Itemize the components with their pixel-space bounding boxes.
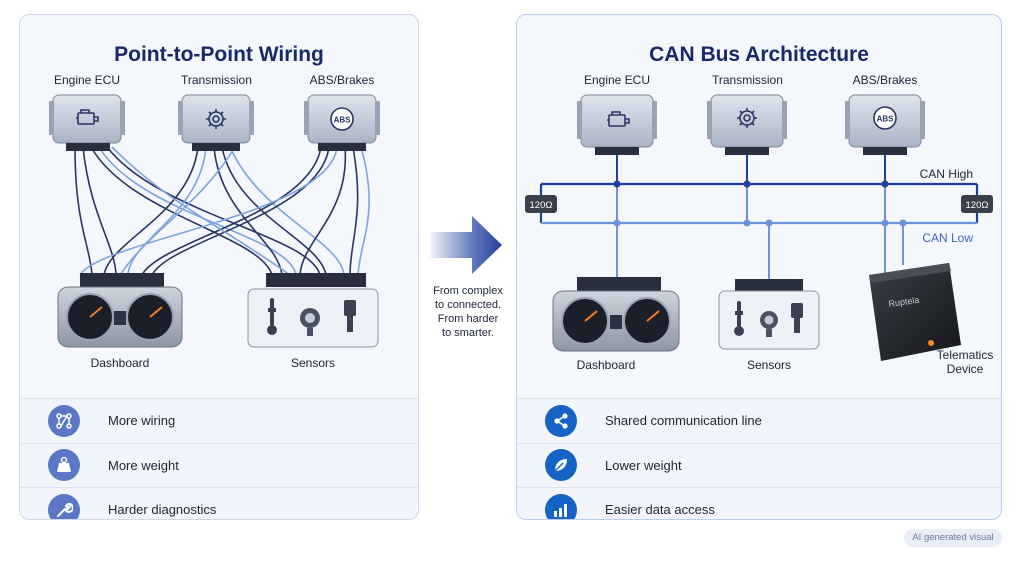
dashboard-label: Dashboard [90, 356, 150, 370]
right-arrow-icon [430, 216, 502, 274]
feature-label: More wiring [108, 413, 176, 429]
bus-drop-lines [616, 155, 904, 279]
gear-icon [206, 109, 226, 129]
svg-text:ABS: ABS [334, 116, 352, 125]
temperature-sensor-icon [734, 301, 744, 336]
point-to-point-panel: ABS Point-to-P [19, 14, 419, 520]
telematics-label: Telematics Device [935, 348, 995, 376]
list-item: Lower weight [517, 442, 1001, 487]
bus-junction-dots [613, 180, 907, 227]
terminator-left: 120Ω [525, 195, 557, 213]
engine-icon [76, 109, 99, 125]
ecu-transmission-box [707, 94, 787, 155]
wiring-icon [48, 404, 80, 437]
transition-line: From complex [433, 285, 503, 297]
leaf-icon [545, 449, 577, 482]
list-item: Harder diagnostics [20, 487, 418, 519]
can-low-label: CAN Low [922, 231, 973, 245]
point-to-point-diagram: ABS [49, 94, 380, 348]
sensors-label: Sensors [746, 358, 792, 372]
feature-label: Easier data access [605, 502, 715, 518]
point-to-point-wires [74, 146, 370, 276]
ecu-label-engine: Engine ECU [53, 73, 121, 87]
can-bus-panel: 120Ω 120Ω [516, 14, 1002, 520]
can-high-line [539, 182, 979, 223]
ecu-label-abs: ABS/Brakes [309, 73, 375, 87]
ecu-engine-box [577, 94, 657, 155]
panel-title: CAN Bus Architecture [649, 43, 869, 66]
temperature-sensor-icon [267, 298, 277, 335]
dashboard-cluster [552, 277, 680, 352]
speed-sensor-icon [791, 303, 803, 333]
svg-text:120Ω: 120Ω [966, 200, 989, 211]
list-item: More weight [20, 442, 418, 487]
terminator-right: 120Ω [961, 195, 993, 213]
feature-label: Shared communication line [605, 413, 762, 429]
transition-line: From harder [437, 313, 499, 325]
dashboard-cluster [57, 273, 183, 348]
dashboard-label: Dashboard [576, 358, 636, 372]
wrench-icon [48, 493, 80, 519]
telematics-device: Ruptela [869, 263, 961, 361]
gear-icon [737, 108, 757, 128]
list-item: Easier data access [517, 487, 1001, 519]
ecu-label-transmission: Transmission [181, 73, 252, 87]
engine-icon [607, 111, 630, 127]
ecu-transmission-box [178, 94, 254, 151]
benefits-list: Shared communication line Lower weight E… [517, 398, 1001, 519]
transition-caption: From complex to connected. From harder t… [420, 284, 516, 340]
transition-arrow-area: From complex to connected. From harder t… [420, 210, 516, 350]
telematics-label-line: Telematics [936, 348, 994, 362]
transition-line: to smarter. [442, 327, 494, 339]
pressure-sensor-icon [300, 308, 320, 336]
ecu-label-engine: Engine ECU [583, 73, 651, 87]
share-icon [545, 404, 577, 437]
ecu-abs-box: ABS [304, 94, 380, 151]
drawbacks-list: More wiring More weight Harder diagnosti… [20, 398, 418, 519]
sensors-group [247, 273, 379, 348]
ai-generated-badge: AI generated visual [904, 529, 1002, 547]
pressure-sensor-icon [760, 311, 778, 337]
sensors-group [718, 279, 820, 350]
feature-label: Harder diagnostics [108, 502, 217, 518]
svg-text:Ruptela: Ruptela [888, 295, 920, 309]
sensors-label: Sensors [290, 356, 336, 370]
speed-sensor-icon [344, 300, 356, 332]
feature-label: More weight [108, 457, 179, 473]
weight-icon [48, 449, 80, 482]
ecu-label-transmission: Transmission [712, 73, 783, 87]
list-item: More wiring [20, 398, 418, 443]
svg-text:ABS: ABS [877, 115, 895, 124]
telematics-label-line: Device [946, 362, 984, 376]
ecu-label-abs: ABS/Brakes [852, 73, 918, 87]
bar-chart-icon [545, 493, 577, 519]
ecu-abs-box: ABS [845, 94, 925, 155]
svg-text:120Ω: 120Ω [530, 200, 553, 211]
abs-icon: ABS [873, 106, 897, 130]
abs-icon: ABS [330, 107, 354, 131]
feature-label: Lower weight [605, 457, 682, 473]
panel-title: Point-to-Point Wiring [114, 43, 324, 66]
transition-line: to connected. [434, 299, 502, 311]
can-high-label: CAN High [919, 167, 973, 181]
list-item: Shared communication line [517, 398, 1001, 443]
can-bus-diagram: 120Ω 120Ω [525, 94, 993, 361]
ecu-engine-box [49, 94, 125, 151]
